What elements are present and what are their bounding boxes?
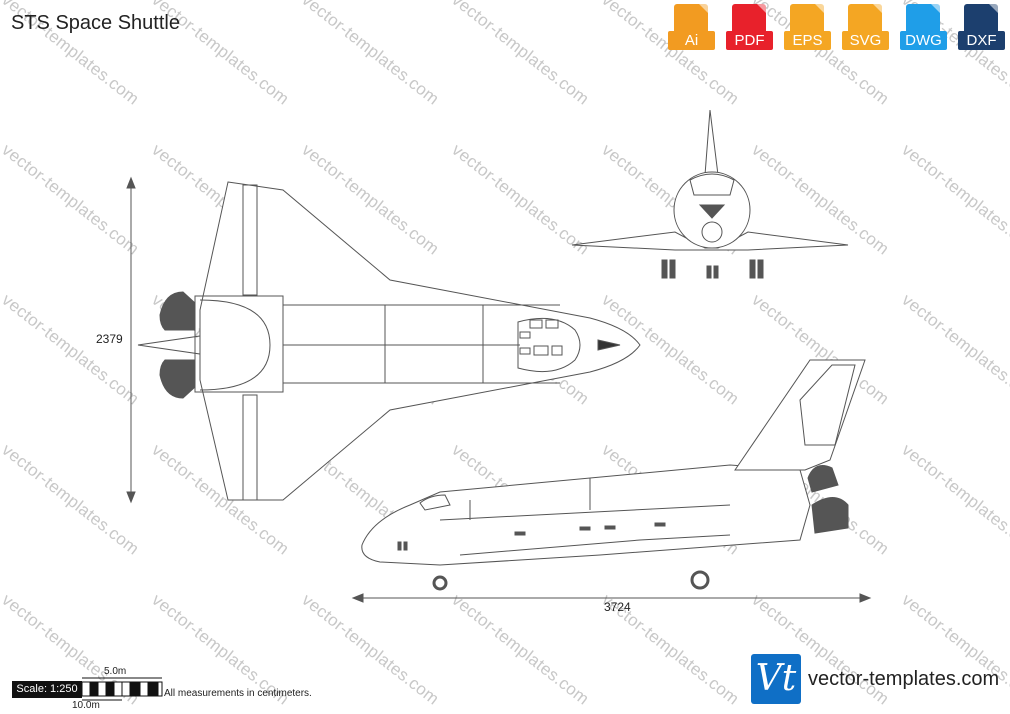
scale-large-label: 10.0m bbox=[72, 700, 100, 711]
file-pdf-icon[interactable]: PDF bbox=[726, 4, 773, 54]
side-view-gear-nose bbox=[432, 575, 448, 591]
scale-label: Scale: 1:250 bbox=[12, 681, 82, 698]
file-eps-icon[interactable]: EPS bbox=[784, 4, 831, 54]
format-label: SVG bbox=[842, 31, 889, 50]
file-dwg-icon[interactable]: DWG bbox=[900, 4, 947, 54]
front-view bbox=[571, 109, 849, 279]
front-view-gear-left bbox=[661, 259, 668, 279]
top-view-engine-lower bbox=[159, 359, 196, 399]
side-view-gear-main bbox=[690, 570, 710, 590]
brand-link[interactable]: vector-templates.com bbox=[808, 668, 1000, 690]
length-dimension bbox=[351, 593, 872, 603]
scale-bar bbox=[81, 677, 163, 701]
side-view-engine-lower bbox=[811, 497, 849, 534]
file-fold bbox=[989, 4, 998, 13]
file-fold bbox=[757, 4, 766, 13]
format-label: DWG bbox=[900, 31, 947, 50]
height-dimension-label: 2379 bbox=[96, 332, 123, 346]
format-label: DXF bbox=[958, 31, 1005, 50]
file-dxf-icon[interactable]: DXF bbox=[958, 4, 1005, 54]
scale-small-label: 5.0m bbox=[104, 666, 127, 677]
side-view-fuselage bbox=[361, 464, 811, 566]
file-fold bbox=[699, 4, 708, 13]
side-view-tail-fin bbox=[734, 359, 866, 471]
top-view-nose-mark bbox=[597, 339, 621, 351]
measurement-note: All measurements in centimeters. bbox=[164, 688, 312, 699]
length-dimension-label: 3724 bbox=[604, 600, 631, 614]
file-fold bbox=[873, 4, 882, 13]
side-view bbox=[361, 359, 866, 591]
top-view bbox=[137, 181, 641, 501]
top-view-outline bbox=[199, 181, 641, 501]
format-label: PDF bbox=[726, 31, 773, 50]
front-view-tail bbox=[704, 109, 719, 176]
height-dimension bbox=[126, 176, 136, 504]
file-svg-icon[interactable]: SVG bbox=[842, 4, 889, 54]
format-label: Ai bbox=[668, 31, 715, 50]
page-title: STS Space Shuttle bbox=[11, 12, 180, 34]
format-icons: Ai PDF EPS SVG DWG DXF bbox=[668, 4, 1005, 54]
file-fold bbox=[815, 4, 824, 13]
format-label: EPS bbox=[784, 31, 831, 50]
top-view-engine-upper bbox=[159, 291, 196, 331]
file-fold bbox=[931, 4, 940, 13]
brand-logo[interactable]: Vt bbox=[751, 654, 801, 704]
file-ai-icon[interactable]: Ai bbox=[668, 4, 715, 54]
side-view-engine-upper bbox=[807, 465, 839, 493]
front-view-gear-right bbox=[749, 259, 756, 279]
